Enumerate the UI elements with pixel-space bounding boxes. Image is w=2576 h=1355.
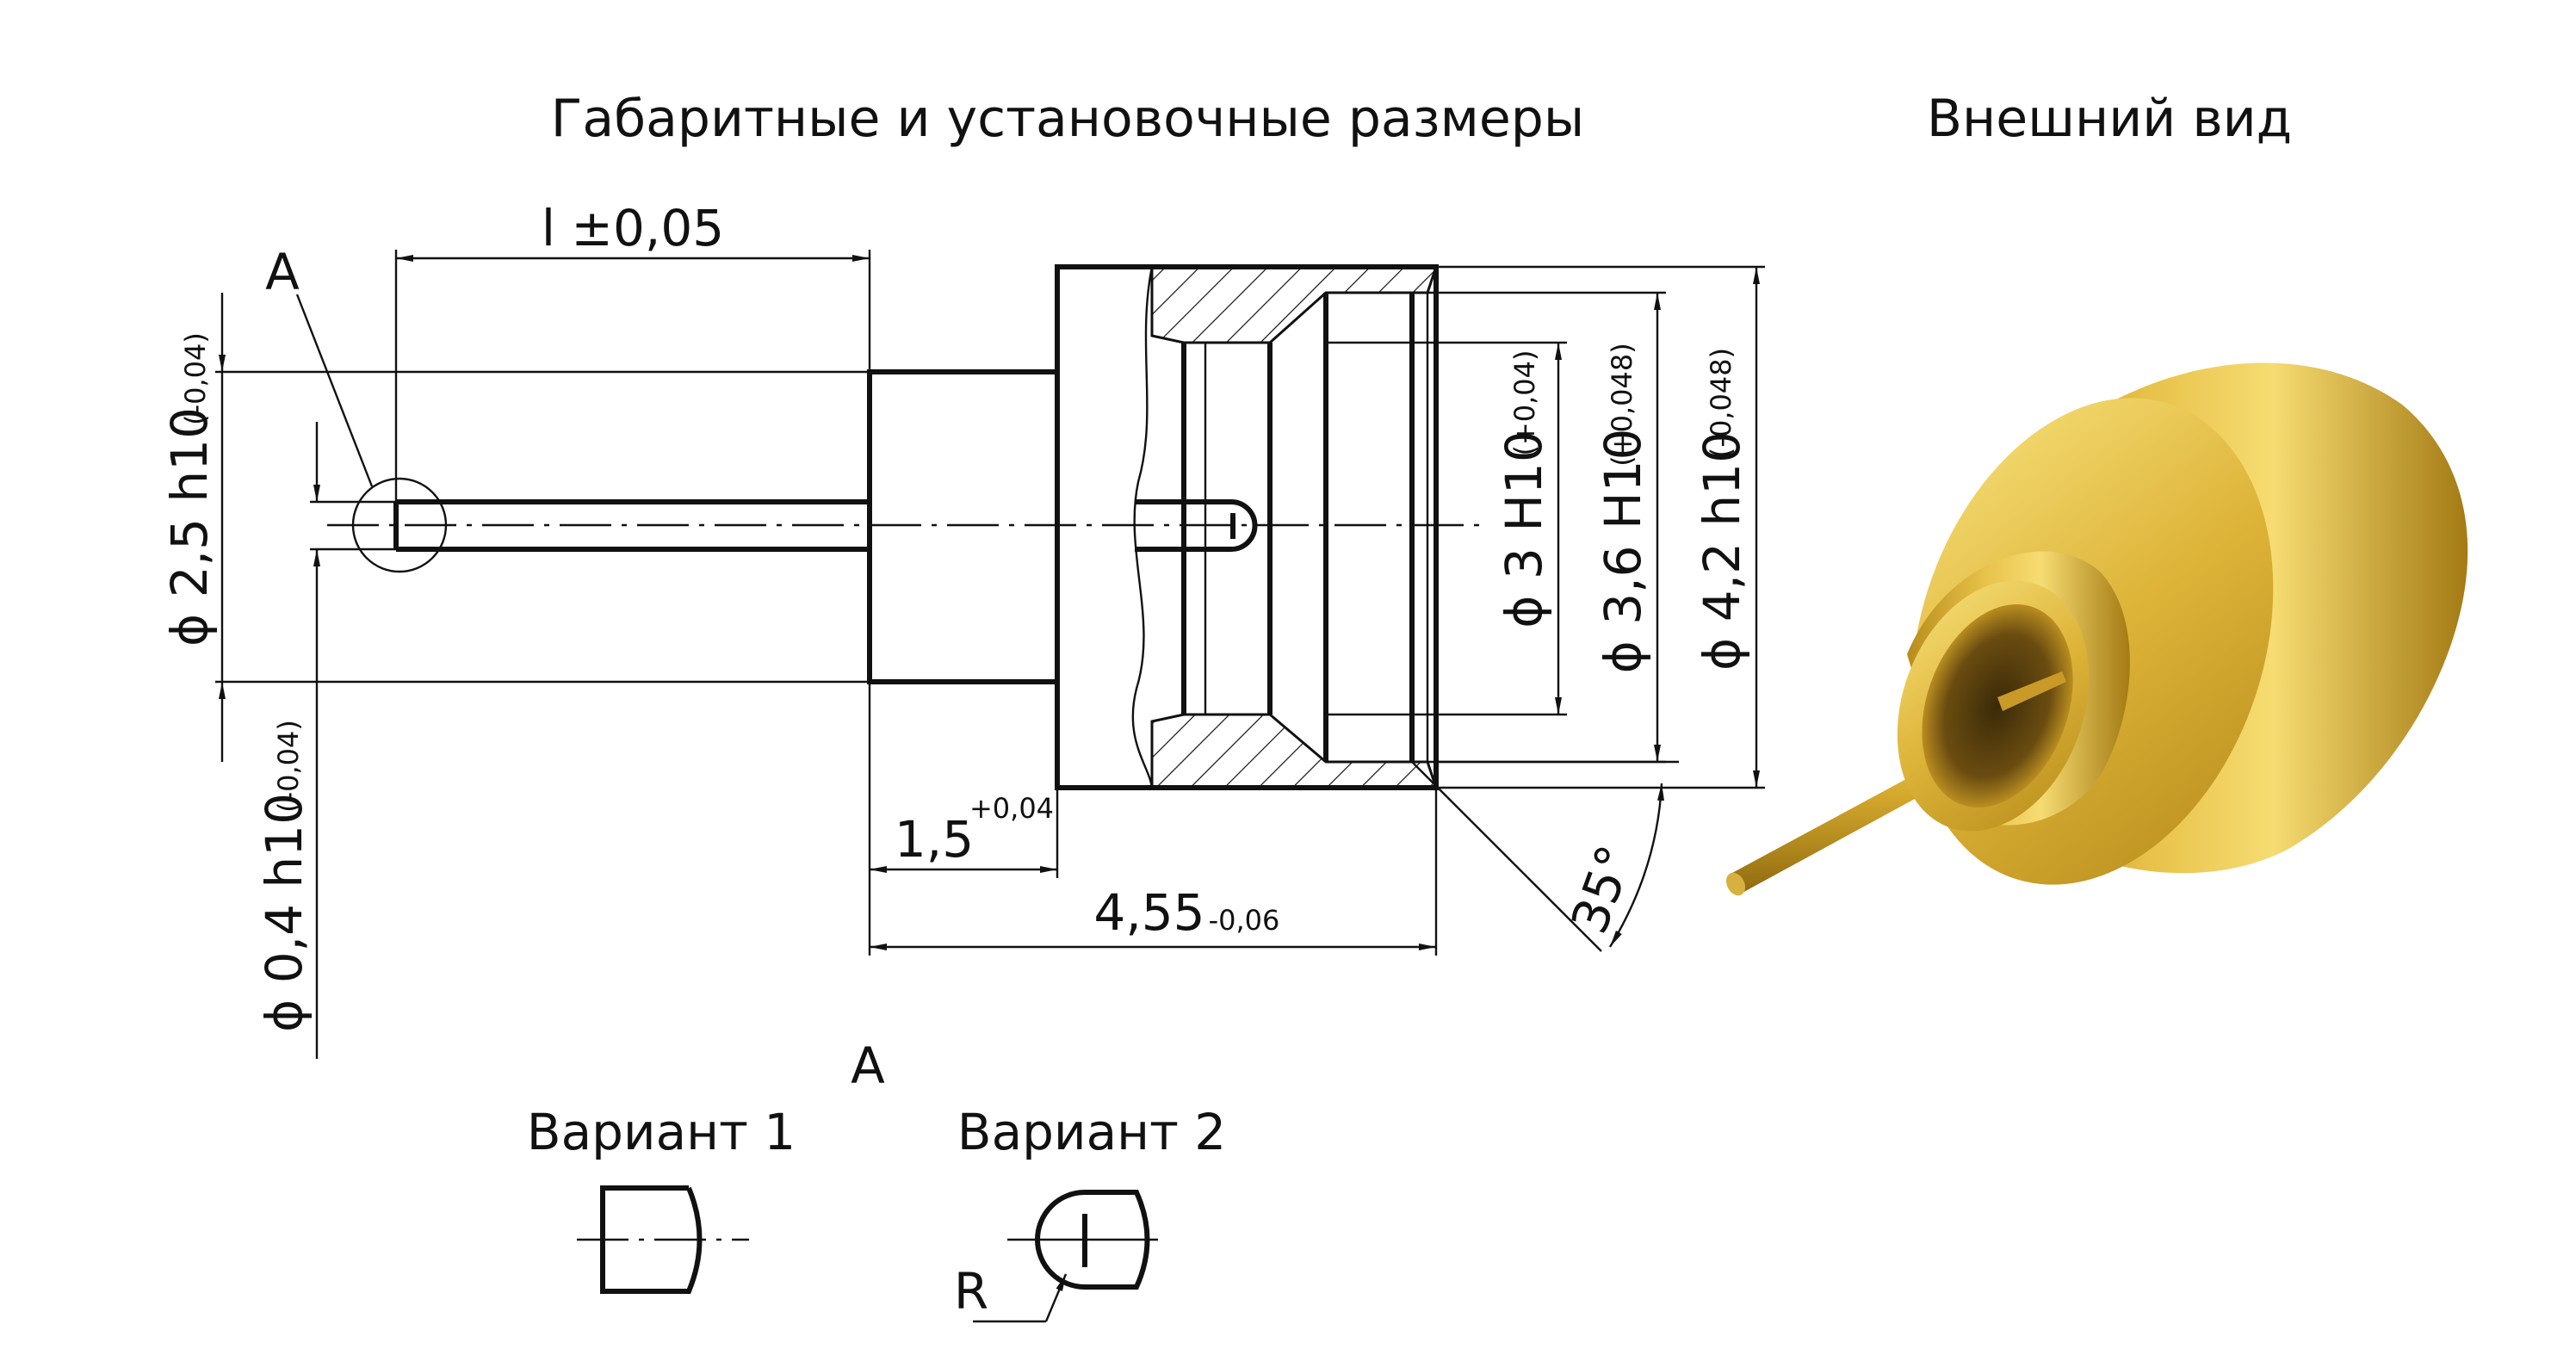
dim-bore1-diameter: ϕ 3 H10 (+0,04) <box>1326 341 1567 716</box>
pin-outline <box>393 499 870 552</box>
dim-bore1-diameter-tol: (+0,04) <box>1508 350 1541 455</box>
photo-sleeve-hole <box>1922 603 2073 808</box>
detail-leader <box>295 294 374 487</box>
photo-title: Внешний вид <box>1927 89 2292 149</box>
product-photo <box>1725 362 2468 896</box>
dim-outer-diameter: ϕ 4,2 h10 (-0,048) <box>1436 265 1765 789</box>
section-hatch-top <box>1150 265 1439 344</box>
dim-bore1-diameter-label: ϕ 3 H10 <box>1495 430 1553 628</box>
dim-bore2-diameter-tol: (+0,048) <box>1606 343 1638 466</box>
photo-pin-tip <box>1725 872 1746 896</box>
dim-bore2-diameter-label: ϕ 3,6 H10 <box>1594 429 1652 674</box>
bore-profile <box>1181 293 1415 762</box>
dim-angle: 35° <box>1411 760 1679 952</box>
dim-body-diameter-tol: (-0,04) <box>179 332 212 425</box>
detail-view-label: A <box>851 1036 885 1095</box>
section-hatch-bottom <box>1150 713 1439 789</box>
variant-2-label: Вариант 2 <box>957 1103 1226 1161</box>
dim-length: l ±0,05 <box>394 199 871 502</box>
variant-1-shape <box>600 1185 703 1294</box>
dim-outer-diameter-tol: (-0,048) <box>1705 348 1737 458</box>
dim-pin-diameter-label: ϕ 0,4 h10 <box>255 793 313 1032</box>
drawing-title: Габаритные и установочные размеры <box>551 89 1584 149</box>
inner-pin-stub <box>1135 499 1258 552</box>
dim-length-label: l ±0,05 <box>542 199 724 257</box>
dim-shank-step: 1,5 +0,04 <box>868 682 1059 956</box>
variant-1: Вариант 1 <box>527 1103 796 1294</box>
detail-circle <box>351 477 448 573</box>
dim-overall-length-tol: -0,06 <box>1209 904 1280 937</box>
dim-overall-length: 4,55 -0,06 <box>870 788 1438 956</box>
dim-body-diameter: ϕ 2,5 h10 (-0,04) <box>160 293 870 762</box>
dim-shank-step-label: 1,5 <box>895 810 974 869</box>
dim-overall-length-label: 4,55 <box>1093 883 1204 942</box>
dim-shank-step-tol: +0,04 <box>969 792 1054 825</box>
radius-label: R <box>954 1262 988 1321</box>
variant-2: Вариант 2 R <box>954 1103 1226 1323</box>
part-outline <box>327 264 1481 790</box>
dim-pin-diameter-tol: (-0,04) <box>272 720 305 813</box>
dim-body-diameter-label: ϕ 2,5 h10 <box>160 407 219 647</box>
detail-callout-label: A <box>265 243 300 301</box>
detail-view: A Вариант 1 Вариант 2 R <box>527 1036 1226 1323</box>
break-line <box>1131 266 1154 789</box>
shank-outline <box>867 369 1060 684</box>
detail-callout: A <box>265 243 448 573</box>
dim-pin-diameter: ϕ 0,4 h10 (-0,04) <box>255 422 396 1059</box>
variant-1-label: Вариант 1 <box>527 1103 796 1161</box>
dim-bore2-diameter: ϕ 3,6 H10 (+0,048) <box>1427 291 1666 764</box>
dim-outer-diameter-label: ϕ 4,2 h10 <box>1693 431 1751 671</box>
bore-edges <box>1204 293 1429 762</box>
dim-angle-label: 35° <box>1560 838 1645 941</box>
photo-inner-pin <box>1997 671 2066 711</box>
body-outline <box>1055 264 1439 790</box>
